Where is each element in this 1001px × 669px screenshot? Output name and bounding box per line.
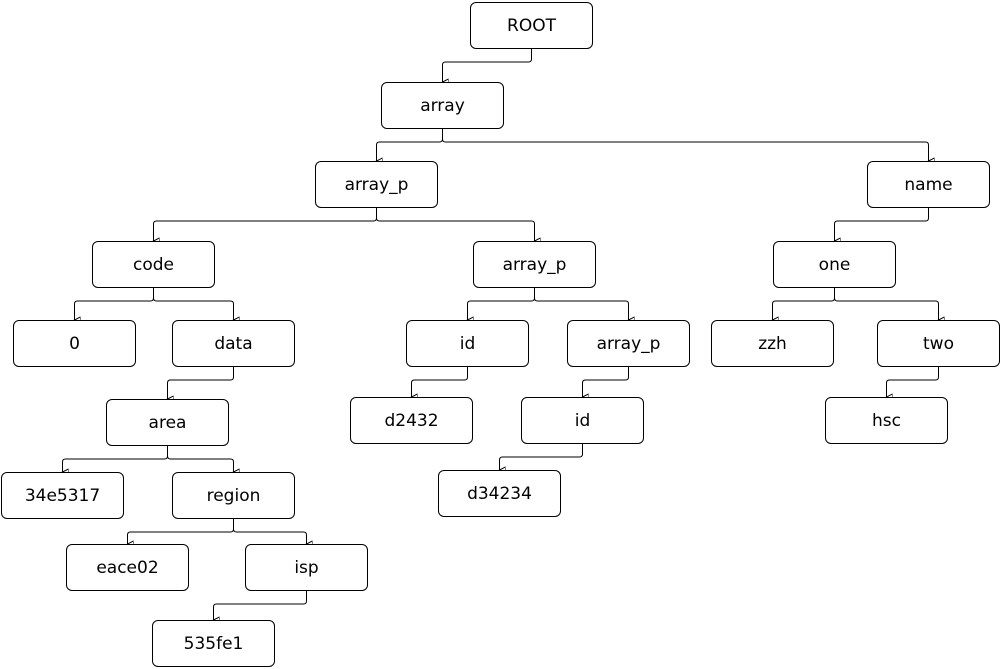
edge-isp-to-val_535fe1 — [214, 591, 307, 620]
edge-area-to-region — [167, 446, 234, 472]
node-d34234: d34234 — [438, 470, 561, 517]
node-34e5317: 34e5317 — [1, 472, 124, 519]
edge-one-to-two — [834, 288, 939, 320]
node-area: area — [106, 399, 229, 446]
edge-id_2-to-d34234 — [500, 444, 583, 470]
edge-region-to-isp — [233, 519, 307, 544]
node-array-p-3: array_p — [567, 320, 690, 367]
node-eace02: eace02 — [66, 544, 189, 591]
edge-code-to-data — [153, 288, 234, 320]
node-two: two — [877, 320, 1000, 367]
edge-array_p_1-to-array_p_2 — [376, 208, 535, 241]
node-name: name — [867, 161, 990, 208]
edge-code-to-zero — [75, 288, 154, 320]
node-region: region — [172, 472, 295, 519]
edge-array-to-array_p_1 — [377, 129, 443, 161]
edge-name-to-one — [835, 208, 929, 241]
edge-id_1-to-d2432 — [412, 367, 468, 397]
node-isp: isp — [245, 544, 368, 591]
node-535fe1: 535fe1 — [152, 620, 275, 667]
edge-root-to-array — [443, 49, 532, 82]
edge-region-to-eace02 — [128, 519, 234, 544]
node-array: array — [381, 82, 504, 129]
edge-array_p_2-to-array_p_3 — [534, 288, 629, 320]
node-root: ROOT — [470, 2, 593, 49]
edge-array_p_1-to-code — [154, 208, 377, 241]
node-data: data — [172, 320, 295, 367]
node-hsc: hsc — [825, 397, 948, 444]
node-d2432: d2432 — [350, 397, 473, 444]
node-zzh: zzh — [711, 320, 834, 367]
node-id-2: id — [521, 397, 644, 444]
node-one: one — [773, 241, 896, 288]
node-array-p-2: array_p — [473, 241, 596, 288]
edge-array_p_2-to-id_1 — [468, 288, 535, 320]
edge-one-to-zzh — [773, 288, 835, 320]
node-array-p-1: array_p — [315, 161, 438, 208]
edge-data-to-area — [168, 367, 234, 399]
edge-array-to-name — [442, 129, 929, 161]
edge-two-to-hsc — [887, 367, 939, 397]
node-zero: 0 — [13, 320, 136, 367]
node-id-1: id — [406, 320, 529, 367]
node-code: code — [92, 241, 215, 288]
edge-area-to-val_34e5317 — [63, 446, 168, 472]
edge-array_p_3-to-id_2 — [583, 367, 629, 397]
